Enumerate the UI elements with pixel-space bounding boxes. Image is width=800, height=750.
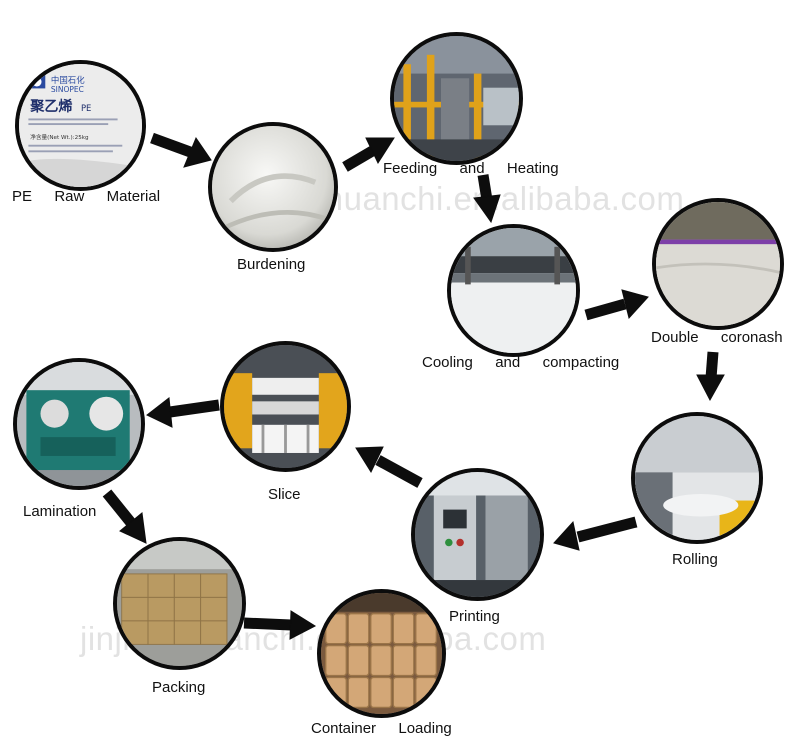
slitting-machine-icon: [224, 345, 347, 468]
step-label-rolling: Rolling: [672, 551, 718, 568]
step-label-feeding-heating: Feeding and Heating: [383, 160, 559, 177]
arrow-burdening-to-feeding: [342, 137, 395, 172]
loaded-rolls-icon: [321, 593, 442, 714]
arrow-packing-to-loading: [243, 610, 317, 640]
step-label-lamination: Lamination: [23, 503, 97, 520]
white-pellets-icon: [212, 126, 334, 248]
arrow-printing-to-slice: [355, 446, 423, 488]
step-slice-image: [220, 341, 351, 472]
arrow-raw-to-burdening: [150, 132, 212, 168]
step-label-double-coronash: Double coronash: [651, 329, 783, 346]
step-double-coronash-image: [652, 198, 784, 330]
bag-brand-cn: 中国石化: [51, 75, 85, 85]
step-pe-raw-material-image: 中国石化 SINOPEC 聚乙烯 PE 净含量(Net Wt.):25kg: [15, 60, 146, 191]
printing-machine-icon: [415, 472, 540, 597]
film-rolls-icon: [635, 416, 759, 540]
step-label-cooling-compacting: Cooling and compacting: [422, 354, 620, 371]
arrow-slice-to-lamination: [146, 397, 220, 428]
step-lamination-image: [13, 358, 145, 490]
arrow-corona-to-rolling: [696, 351, 725, 402]
step-packing-image: [113, 537, 246, 670]
arrow-lamination-to-packing: [102, 489, 147, 544]
step-label-printing: Printing: [449, 608, 500, 625]
bag-brand-en: SINOPEC: [51, 85, 84, 94]
step-printing-image: [411, 468, 544, 601]
arrow-feeding-to-cooling: [473, 174, 501, 224]
step-container-loading-image: [317, 589, 446, 718]
step-cooling-compacting-image: [447, 224, 580, 357]
carton-boxes-icon: [117, 541, 242, 666]
step-burdening-image: [208, 122, 338, 252]
step-label-container-loading: Container Loading: [311, 720, 452, 737]
step-label-burdening: Burdening: [237, 256, 306, 273]
corona-roller-icon: [656, 202, 780, 326]
arrow-rolling-to-printing: [553, 516, 638, 551]
step-label-pe-raw-material: PE Raw Material: [12, 188, 161, 205]
step-label-packing: Packing: [152, 679, 206, 696]
laminating-machine-icon: [17, 362, 141, 486]
step-rolling-image: [631, 412, 763, 544]
step-label-slice: Slice: [268, 486, 301, 503]
bag-net-weight: 净含量(Net Wt.):25kg: [30, 133, 89, 141]
bag-product-cn: 聚乙烯: [29, 98, 72, 115]
cooling-rollers-icon: [451, 228, 576, 353]
extruder-machine-icon: [394, 36, 519, 161]
pe-resin-bag-icon: 中国石化 SINOPEC 聚乙烯 PE 净含量(Net Wt.):25kg: [19, 64, 142, 187]
arrow-cooling-to-corona: [584, 289, 649, 321]
bag-product-suffix: PE: [81, 103, 91, 113]
step-feeding-heating-image: [390, 32, 523, 165]
